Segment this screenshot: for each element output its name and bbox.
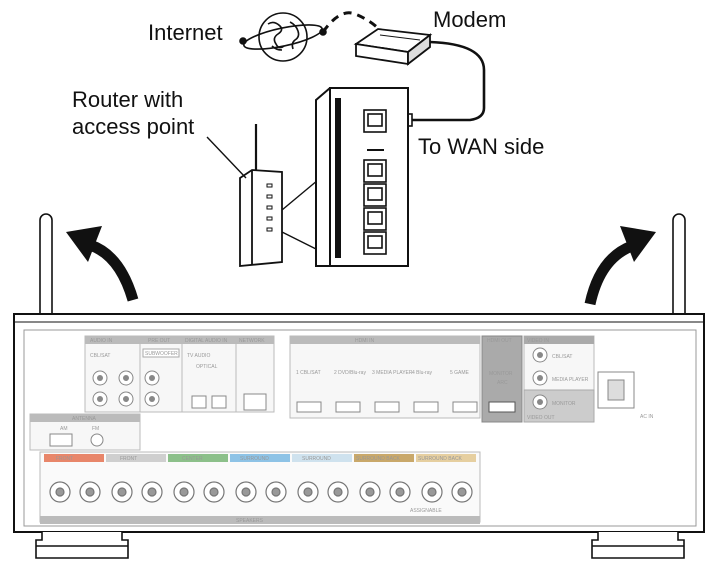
globe-icon <box>239 12 327 62</box>
router-label-leader <box>206 136 247 179</box>
assignable-label: ASSIGNABLE <box>410 508 442 514</box>
surround-left-color-bar <box>230 454 290 462</box>
internet-link-dashed <box>321 11 382 33</box>
network-label: NETWORK <box>239 338 265 344</box>
hdmi-in-label: HDMI IN <box>355 338 375 344</box>
speaker-group-1: FRONT <box>56 456 73 462</box>
callout-line-bottom <box>281 231 319 251</box>
callout-line-top <box>281 179 319 211</box>
lan-ports <box>363 109 387 255</box>
raise-left-antenna-arrow <box>87 239 139 302</box>
fm-label: FM <box>92 426 99 432</box>
front-right-color-bar <box>106 454 166 462</box>
front-left-color-bar <box>44 454 104 462</box>
speakers-label: SPEAKERS <box>236 518 264 524</box>
am-label: AM <box>60 426 68 432</box>
video-out-label: VIDEO OUT <box>527 415 555 421</box>
speaker-group-3: CENTER <box>182 456 203 462</box>
modem-cable <box>408 40 486 122</box>
speaker-group-5: SURROUND <box>302 456 331 462</box>
speaker-group-6: SURROUND BACK <box>356 456 401 462</box>
router-label-line2: access point <box>72 114 194 139</box>
speaker-group-7: SURROUND BACK <box>418 456 463 462</box>
modem-label: Modem <box>433 7 506 32</box>
speaker-group-4: SURROUND <box>240 456 269 462</box>
internet-label: Internet <box>148 20 223 45</box>
hdmi-out-label: HDMI OUT <box>487 338 512 344</box>
video-media-label: MEDIA PLAYER <box>552 377 589 383</box>
speaker-binding-posts <box>49 481 473 503</box>
center-color-bar <box>168 454 228 462</box>
router-label-line1: Router with <box>72 87 183 112</box>
receiver-feet <box>35 532 685 559</box>
hdmi-input-3: 3 MEDIA PLAYER <box>372 370 413 376</box>
router-enlarged <box>315 87 409 267</box>
router-icon <box>239 124 283 267</box>
tv-audio-label: TV AUDIO <box>187 353 210 359</box>
video-cbl-label: CBL/SAT <box>552 354 572 360</box>
ac-in-label: AC IN <box>640 414 654 420</box>
hdmi-input-5: 5 GAME <box>450 370 470 376</box>
digital-audio-in-label: DIGITAL AUDIO IN <box>185 338 228 344</box>
surround-right-color-bar <box>292 454 352 462</box>
wan-label: To WAN side <box>418 134 544 159</box>
surround-back-left-color-bar <box>354 454 414 462</box>
hdmi-input-2: 2 DVD/Blu-ray <box>334 370 366 376</box>
hdmi-input-4: 4 Blu-ray <box>412 370 433 376</box>
modem-icon <box>353 28 433 66</box>
arc-label: ARC <box>497 380 508 386</box>
hdmi-input-1: 1 CBL/SAT <box>296 370 321 376</box>
monitor-label-hdmi: MONITOR <box>489 371 513 377</box>
monitor-label-video: MONITOR <box>552 401 576 407</box>
antenna-label: ANTENNA <box>72 416 97 422</box>
optical-label: OPTICAL <box>196 364 218 370</box>
audio-cbl-label: CBL/SAT <box>90 353 110 359</box>
video-in-label: VIDEO IN <box>527 338 549 344</box>
pre-out-label: PRE OUT <box>148 338 170 344</box>
speaker-group-2: FRONT <box>120 456 137 462</box>
subwoofer-label: SUBWOOFER <box>145 351 178 357</box>
surround-back-right-color-bar <box>416 454 476 462</box>
raise-right-antenna-arrow <box>584 240 635 306</box>
audio-in-label: AUDIO IN <box>90 338 113 344</box>
receiver-rear-panel: AUDIO IN CBL/SAT PRE OUT SUBWOOFER DIGIT… <box>13 313 705 533</box>
